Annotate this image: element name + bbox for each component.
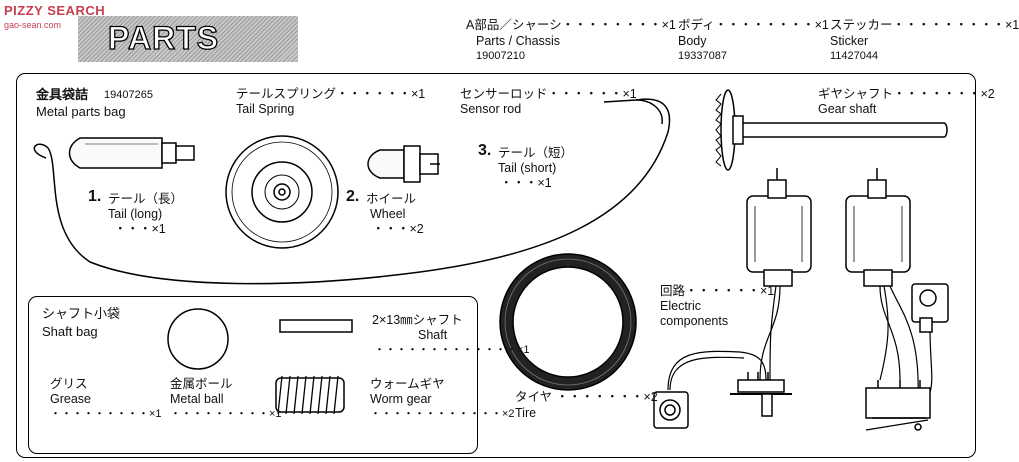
- switch-icon: [730, 372, 792, 417]
- a-parts-code: 19007210: [476, 50, 525, 62]
- tire-qty: ・・・・・・・×2: [556, 390, 658, 404]
- tail-long-icon: [68, 137, 195, 169]
- worm-gear-label-en: Worm gear: [370, 392, 432, 406]
- parts-header-bar: [78, 16, 298, 62]
- shaft-label-jp: 2×13㎜シャフト: [372, 313, 463, 327]
- gear-shaft-icon: [715, 89, 948, 171]
- sensor-left-icon: [653, 391, 689, 429]
- wheel-label-en: Wheel: [370, 207, 406, 221]
- metal-bag-label-en: Metal parts bag: [36, 104, 126, 119]
- shaft-label-en: Shaft: [418, 328, 448, 342]
- shaft-icon: [279, 319, 353, 333]
- sticker-code: 11427044: [830, 50, 879, 62]
- sticker-label-jp: ステッカー・・・・・・・・・×1: [830, 18, 1019, 32]
- metal-bag-label-jp: 金具袋詰: [36, 87, 89, 102]
- shaft-qty: ・・・・・・・・・・・・・×1: [374, 344, 530, 356]
- sensor-rod-label-en: Sensor rod: [460, 102, 522, 116]
- electric-wires-icon: [667, 285, 933, 396]
- wheel-qty: ・・・×2: [372, 222, 424, 236]
- tire-label-en: Tire: [515, 406, 537, 420]
- tail-spring-label-jp: テールスプリング・・・・・・×1: [236, 87, 426, 101]
- wheel-number: 2.: [346, 188, 360, 205]
- shaft-bag-label-jp: シャフト小袋: [42, 306, 121, 321]
- metal-ball-label-en: Metal ball: [170, 392, 224, 406]
- electric-label-en-2: components: [660, 314, 729, 328]
- body-label-en: Body: [678, 34, 707, 48]
- wheel-label-jp: ホイール: [366, 192, 417, 206]
- page-title: PARTS: [107, 19, 220, 56]
- sensor-right-icon: [911, 283, 949, 333]
- tail-long-number: 1.: [88, 188, 102, 205]
- watermark-url: gao-sean.com: [4, 20, 62, 30]
- parts-illustration: [33, 89, 949, 431]
- electric-label-en-1: Electric: [660, 299, 701, 313]
- gear-shaft-label-en: Gear shaft: [818, 102, 877, 116]
- shaft-bag-frame: [28, 296, 478, 454]
- tail-short-icon: [367, 145, 440, 183]
- parts-panel-frame: [16, 73, 976, 458]
- tire-label-jp: タイヤ: [515, 390, 553, 404]
- tail-long-qty: ・・・×1: [114, 222, 166, 236]
- shaft-bag-label-en: Shaft bag: [42, 324, 98, 339]
- watermark-logo: PIZZY SEARCH: [4, 3, 106, 18]
- body-label-jp: ボディ・・・・・・・・×1: [678, 18, 829, 32]
- grease-label-en: Grease: [50, 392, 91, 406]
- sensor-rod-wire-icon: [33, 98, 671, 285]
- tail-long-label-jp: テール（長）: [108, 192, 184, 206]
- metal-ball-qty: ・・・・・・・・・×1: [170, 408, 282, 420]
- tail-spring-label-en: Tail Spring: [236, 102, 295, 116]
- a-parts-label-en: Parts / Chassis: [476, 34, 561, 48]
- microswitch-icon: [865, 380, 931, 431]
- grease-qty: ・・・・・・・・・×1: [50, 408, 162, 420]
- tail-long-label-en: Tail (long): [108, 207, 163, 221]
- sensor-rod-label-jp: センサーロッド・・・・・・×1: [460, 87, 637, 101]
- worm-gear-icon: [275, 375, 345, 415]
- tail-short-label-jp: テール（短）: [498, 146, 574, 160]
- tire-icon: [499, 253, 637, 391]
- metal-bag-code: 19407265: [104, 89, 153, 101]
- tail-short-number: 3.: [478, 142, 492, 159]
- metal-ball-label-jp: 金属ボール: [170, 377, 233, 391]
- gear-shaft-label-jp: ギヤシャフト・・・・・・・×2: [818, 87, 995, 101]
- worm-gear-label-jp: ウォームギヤ: [370, 377, 445, 391]
- tail-short-qty: ・・・×1: [500, 176, 552, 190]
- body-code: 19337087: [678, 50, 727, 62]
- tail-short-label-en: Tail (short): [498, 161, 557, 175]
- wheel-icon: [225, 135, 339, 249]
- grease-label-jp: グリス: [50, 377, 88, 391]
- metal-ball-icon: [167, 308, 229, 370]
- electric-label-jp: 回路・・・・・・×1: [660, 284, 775, 298]
- motor-left-icon: [746, 168, 812, 287]
- worm-gear-qty: ・・・・・・・・・・・・×2: [370, 408, 515, 420]
- sticker-label-en: Sticker: [830, 34, 869, 48]
- a-parts-label-jp: A部品／シャーシ・・・・・・・・×1: [466, 18, 676, 32]
- motor-right-icon: [845, 168, 911, 287]
